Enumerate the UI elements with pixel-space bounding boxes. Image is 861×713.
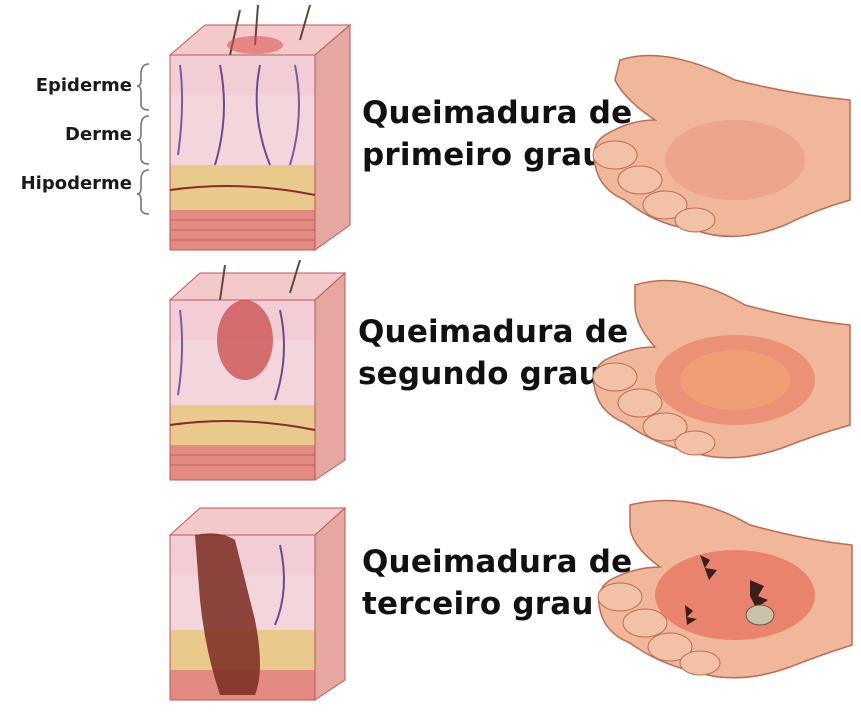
hand-first-degree [585,40,855,245]
skin-block-second-degree [160,265,355,485]
hand-third-degree [590,485,855,685]
label-hypodermis: Hipoderme [21,173,132,194]
label-dermis: Derme [65,124,132,145]
skin-block-third-degree [160,500,355,705]
layer-braces [135,62,155,222]
skin-block-first-degree [160,15,355,255]
label-epidermis: Epiderme [36,75,132,96]
hand-second-degree [585,265,855,465]
